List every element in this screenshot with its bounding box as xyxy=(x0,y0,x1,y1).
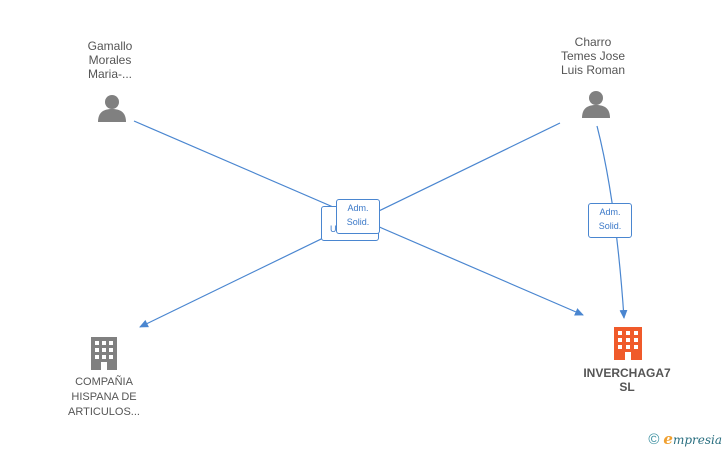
label-line: Charro xyxy=(574,35,612,49)
company-label-compania[interactable]: COMPAÑIA HISPANA DE ARTICULOS... xyxy=(50,375,158,420)
label-line: Maria-... xyxy=(87,67,132,81)
label-line: COMPAÑIA xyxy=(75,376,133,388)
label-line: Gamallo xyxy=(87,39,133,53)
building-icon xyxy=(91,337,117,370)
edge-label-adm-solid-right[interactable]: Adm. Solid. xyxy=(588,203,632,238)
person-label-gamallo[interactable]: Gamallo Morales Maria-... xyxy=(60,39,160,81)
building-icon xyxy=(614,327,642,360)
edge-label-line: Solid. xyxy=(346,217,370,227)
person-icon xyxy=(582,91,610,118)
label-line: Morales xyxy=(88,53,132,67)
person-label-charro[interactable]: Charro Temes Jose Luis Roman xyxy=(543,35,643,77)
label-line: Temes Jose xyxy=(560,49,626,63)
person-icon xyxy=(98,95,126,122)
brand-logo-text: mpresia xyxy=(672,433,722,447)
label-line: INVERCHAGA7 xyxy=(583,366,671,380)
edge-label-line: Solid. xyxy=(598,221,622,231)
brand-logo: empresia xyxy=(663,430,722,448)
edge-label-adm-solid[interactable]: Adm. Solid. xyxy=(336,199,380,234)
label-line: Luis Roman xyxy=(560,63,626,77)
company-label-inverchaga[interactable]: INVERCHAGA7 SL xyxy=(572,366,682,394)
label-line: HISPANA DE xyxy=(71,391,137,403)
label-line: ARTICULOS... xyxy=(68,406,140,418)
label-line: SL xyxy=(619,380,635,394)
edge-label-line: Adm. xyxy=(347,203,369,213)
copyright-icon: © xyxy=(648,430,660,448)
footer-brand[interactable]: © empresia xyxy=(648,430,722,448)
edge-label-line: Adm. xyxy=(599,207,621,217)
brand-logo-e: e xyxy=(663,430,673,448)
